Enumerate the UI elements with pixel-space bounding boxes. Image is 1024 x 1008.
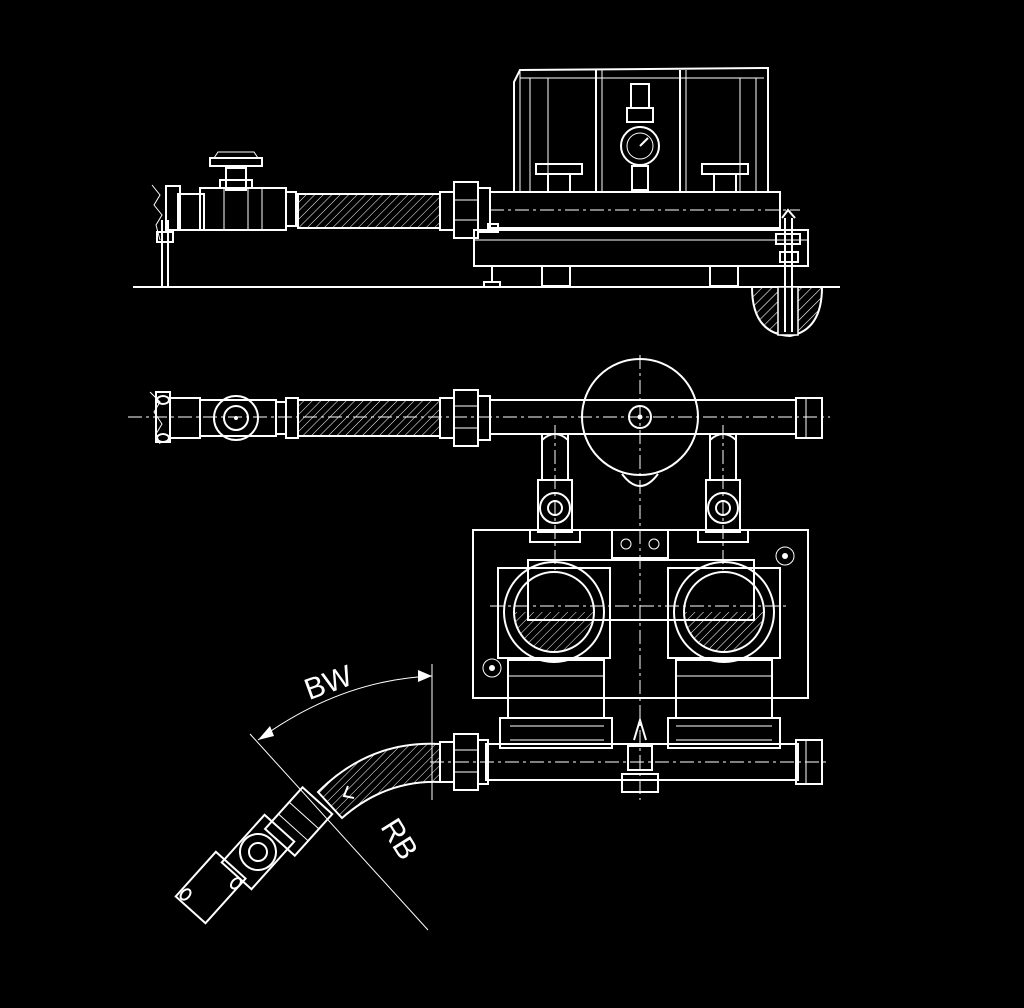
valve-handwheel-icon — [209, 157, 263, 167]
bend-radius-label: RB — [374, 813, 424, 866]
pump-left — [497, 561, 613, 749]
discharge-manifold — [430, 716, 830, 793]
pump-right — [667, 561, 781, 749]
wall-bracket-top — [149, 391, 201, 445]
bend-width-text: BW — [300, 659, 357, 707]
bend-radius-text: RB — [374, 813, 424, 866]
pump-valves — [529, 479, 749, 543]
wall-bracket — [151, 184, 181, 287]
base-frame — [473, 223, 809, 288]
expansion-vessel — [581, 355, 699, 800]
bend-width-label: BW — [300, 659, 357, 707]
flexible-hose-side — [297, 193, 441, 229]
side-elevation-view — [133, 66, 840, 338]
bend-radius-extension — [249, 733, 429, 931]
union-coupling-top — [439, 389, 491, 447]
shutoff-valve — [199, 151, 297, 231]
pressure-collector — [527, 559, 755, 621]
anchor-bolt — [750, 208, 824, 338]
union-coupling-side — [439, 181, 491, 239]
shutoff-valve-top — [199, 395, 299, 441]
flexible-hose-bend-detail: BW RB — [174, 659, 441, 931]
bend-width-dimension-arc — [257, 675, 433, 741]
base-plate — [472, 529, 809, 699]
flexible-hose-top — [297, 399, 441, 437]
inlet-pipe — [177, 193, 205, 231]
pump-housings-side — [513, 66, 769, 193]
top-view — [128, 355, 830, 800]
